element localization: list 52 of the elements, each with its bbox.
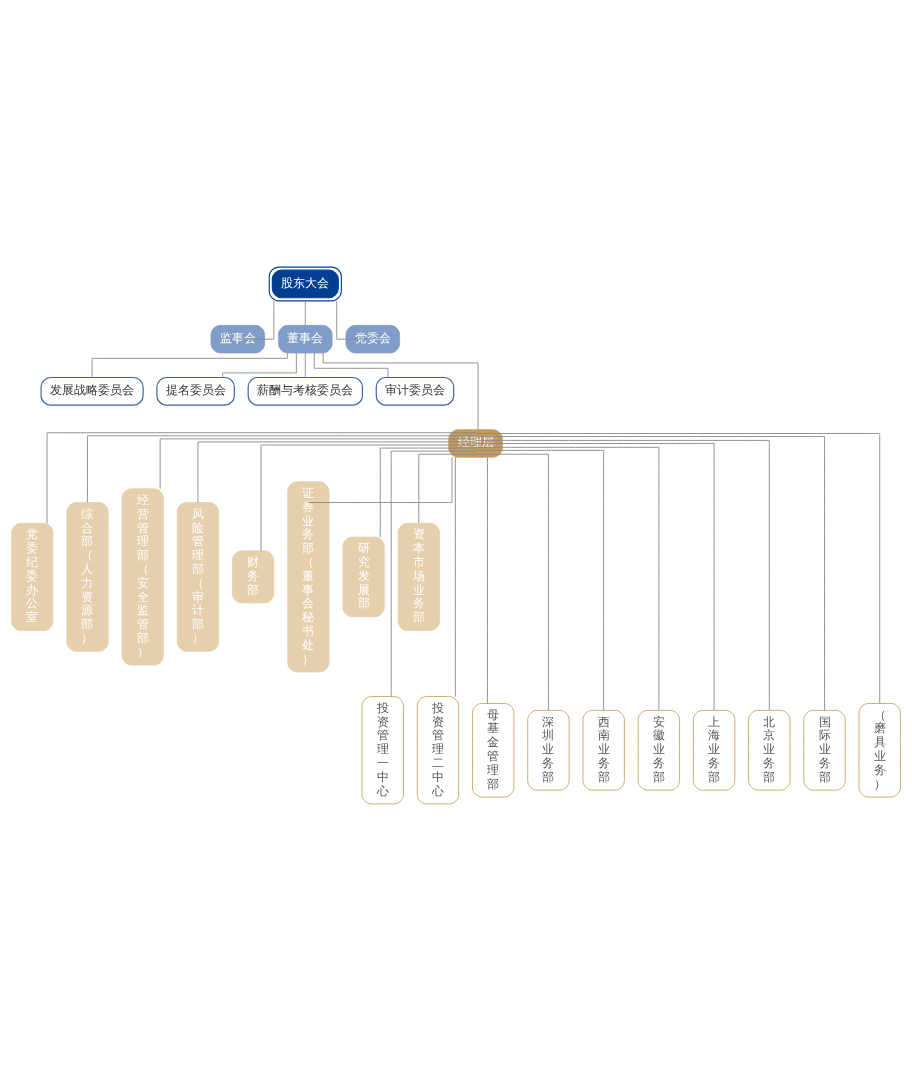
node-box: 财务部 (232, 550, 275, 604)
connector (46, 432, 476, 524)
connector (222, 352, 297, 378)
node-box: 审计委员会 (375, 376, 455, 406)
node-box: 母基金管理部 (472, 702, 515, 798)
connector (322, 352, 479, 431)
connector (304, 300, 306, 326)
node-box: 监事会 (210, 324, 266, 354)
node-box: 国际业务部 (803, 709, 846, 791)
node-box: 综合部（人力资源部） (66, 502, 109, 652)
node-box: 经营管理部（安全监管部） (121, 488, 164, 666)
node-box: 提名委员会 (156, 376, 235, 406)
node-box: 深圳业务部 (527, 709, 570, 791)
connector (159, 438, 476, 490)
connector (307, 456, 453, 503)
connector (475, 449, 605, 711)
node-box: 研究发展部 (342, 536, 385, 618)
connector (304, 352, 306, 378)
node-box: （磨具业务） (858, 702, 901, 798)
connector (197, 441, 476, 503)
node-box: 资本市场业务部 (397, 522, 440, 631)
connector (487, 456, 488, 704)
connector (390, 450, 476, 697)
connector (237, 300, 275, 340)
connector (313, 352, 389, 378)
connector (475, 446, 660, 711)
connector (475, 433, 881, 704)
connector (91, 352, 288, 378)
node-box: 发展战略委员会 (40, 376, 144, 406)
node-box: 董事会 (278, 324, 333, 354)
node-box: 薪酬与考核委员会 (247, 376, 363, 406)
connector (87, 435, 476, 503)
connector (475, 453, 549, 711)
connector (475, 436, 825, 711)
connector (260, 444, 476, 552)
node-box: 党委纪委办公室 (11, 522, 54, 631)
node-box: 安徽业务部 (637, 709, 681, 791)
node-box: 上海业务部 (692, 709, 736, 791)
node-box: 党委会 (345, 324, 400, 354)
connector (475, 439, 770, 711)
connector (418, 453, 476, 524)
node-box: 风险管理部（审计部） (176, 502, 219, 652)
connector (454, 456, 456, 697)
connector (475, 443, 715, 711)
node-box: 投资管理二中心 (416, 696, 460, 805)
node-box: 北京业务部 (748, 709, 791, 791)
node-box: 证券业务部（董事会秘书处） (287, 481, 330, 673)
node-box: 西南业务部 (582, 709, 625, 791)
node-box: 投资管理一中心 (361, 696, 404, 805)
connector (379, 447, 476, 538)
node-box: 经理层 (448, 429, 503, 458)
connector (336, 300, 374, 340)
